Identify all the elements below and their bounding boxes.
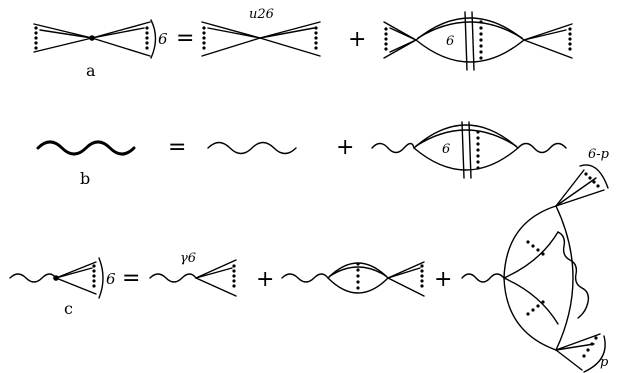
dressed-propagator [36, 140, 136, 156]
dotted-line [202, 26, 206, 50]
wavy-internal [557, 231, 590, 319]
dotted-line [232, 264, 236, 288]
dotted-line [568, 27, 572, 51]
equals-sign: = [122, 266, 140, 291]
sigma-label: 6 [158, 30, 168, 48]
upper-bracket [579, 164, 609, 189]
dotted-line [420, 264, 424, 288]
lower-label: p [600, 355, 609, 370]
vertex-label-u26: u26 [249, 7, 274, 22]
row-a: 6 = u26 + [33, 7, 573, 80]
sigma-bracket [150, 19, 157, 59]
dotted-line [314, 26, 318, 50]
sigma-bracket [98, 257, 104, 299]
dotted-line [145, 26, 149, 50]
row-a-bare-vertex: u26 [201, 7, 321, 57]
plus-sign: + [434, 267, 452, 292]
plus-sign: + [256, 267, 274, 292]
plus-sign: + [336, 135, 354, 160]
dotted-line [584, 172, 600, 188]
lower-bracket [583, 335, 606, 373]
row-b: = + 6 b [36, 121, 567, 188]
row-a-lhs-vertex: 6 [33, 19, 168, 59]
row-c-bare-vertex: γ6 [149, 251, 237, 297]
dotted-line [526, 300, 545, 316]
plus-sign: + [348, 27, 366, 52]
vertex-label-gamma: γ6 [180, 251, 196, 266]
dotted-line [526, 240, 545, 256]
row-label-a: a [86, 61, 96, 80]
dotted-line [476, 130, 480, 170]
row-c-two-loop: 6-p p [461, 147, 610, 373]
row-label-b: b [80, 169, 90, 188]
dotted-line [384, 27, 388, 51]
dotted-line [356, 262, 360, 290]
bare-propagator [207, 141, 297, 155]
row-c: 6 c = γ6 + [9, 147, 610, 373]
row-a-bubble: 6 [383, 11, 573, 71]
dotted-line [34, 26, 38, 50]
upper-label: 6-p [588, 147, 610, 162]
dotted-line [479, 20, 483, 60]
dotted-line [582, 336, 598, 358]
row-c-bubble [281, 261, 425, 297]
row-b-bubble: 6 [371, 121, 567, 179]
sigma-label: 6 [106, 270, 116, 288]
row-label-c: c [64, 299, 73, 318]
equals-sign: = [176, 26, 194, 51]
equals-sign: = [168, 135, 186, 160]
dotted-line [92, 264, 96, 288]
loop-label: 6 [442, 142, 450, 157]
loop-label: 6 [446, 34, 454, 49]
row-c-lhs-vertex: 6 [9, 257, 116, 299]
